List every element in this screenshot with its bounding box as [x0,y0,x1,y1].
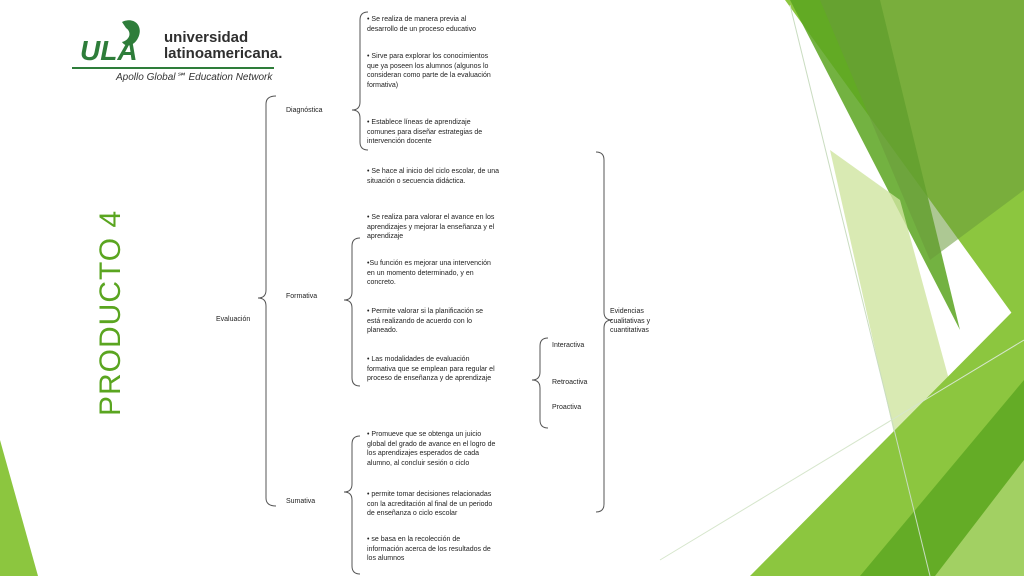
formativa-item: • Permite valorar si la planificación se… [367,308,484,335]
right-accent-shape-corner [935,460,1024,576]
modalidad-interactiva: Interactiva [552,342,585,349]
root-bracket [257,95,277,507]
formativa-item: • Se realiza para valorar el avance en l… [367,214,495,241]
formativa-bracket [343,237,361,387]
evidencias-bracket [595,151,613,513]
sumativa-item: • Promueve que se obtenga un juicio glob… [367,431,496,467]
diagnostica-item: • Se realiza de manera previa al desarro… [367,16,476,33]
sumativa-item: • se basa en la recolección de informaci… [367,536,491,563]
logo-tagline: Apollo Global℠ Education Network [116,72,273,83]
decorative-line [789,4,931,576]
formativa-item: • Se hace al inicio del ciclo escolar, d… [367,168,500,185]
diagnostica-bracket [351,11,369,151]
diagnostica-item: • Establece líneas de aprendizaje comune… [367,119,483,146]
svg-text:ULA: ULA [80,35,138,66]
root-label: Evaluación [216,316,251,323]
sumativa-bracket [343,435,361,575]
right-accent-shape-shadow [820,0,1024,260]
formativa-item: •Su función es mejorar una intervención … [367,260,491,287]
university-logo: ULA universidad latinoamericana. Apollo … [72,10,282,84]
diagnostica-item: • Sirve para explorar los conocimientos … [367,53,491,89]
left-accent-shape [0,440,38,576]
sumativa-label: Sumativa [286,498,316,505]
formativa-label: Formativa [286,293,318,300]
evidencias-label: Evidencias cualitativas y cuantitativas [610,308,651,335]
logo-name-line2: latinoamericana. [164,45,283,62]
diagnostica-label: Diagnóstica [286,107,323,114]
right-accent-shape-light [830,150,960,460]
modalidad-proactiva: Proactiva [552,404,582,411]
ula-logo-icon: ULA [80,20,140,66]
modalidades-bracket [531,337,549,429]
sumativa-item: • permite tomar decisiones relacionadas … [367,491,493,518]
modalidad-retroactiva: Retroactiva [552,379,588,386]
formativa-item: • Las modalidades de evaluación formativ… [367,356,495,383]
logo-name-line1: universidad [164,29,249,46]
logo-divider [72,67,274,69]
right-accent-shape-dark [790,0,960,330]
decorative-line [659,339,1024,561]
